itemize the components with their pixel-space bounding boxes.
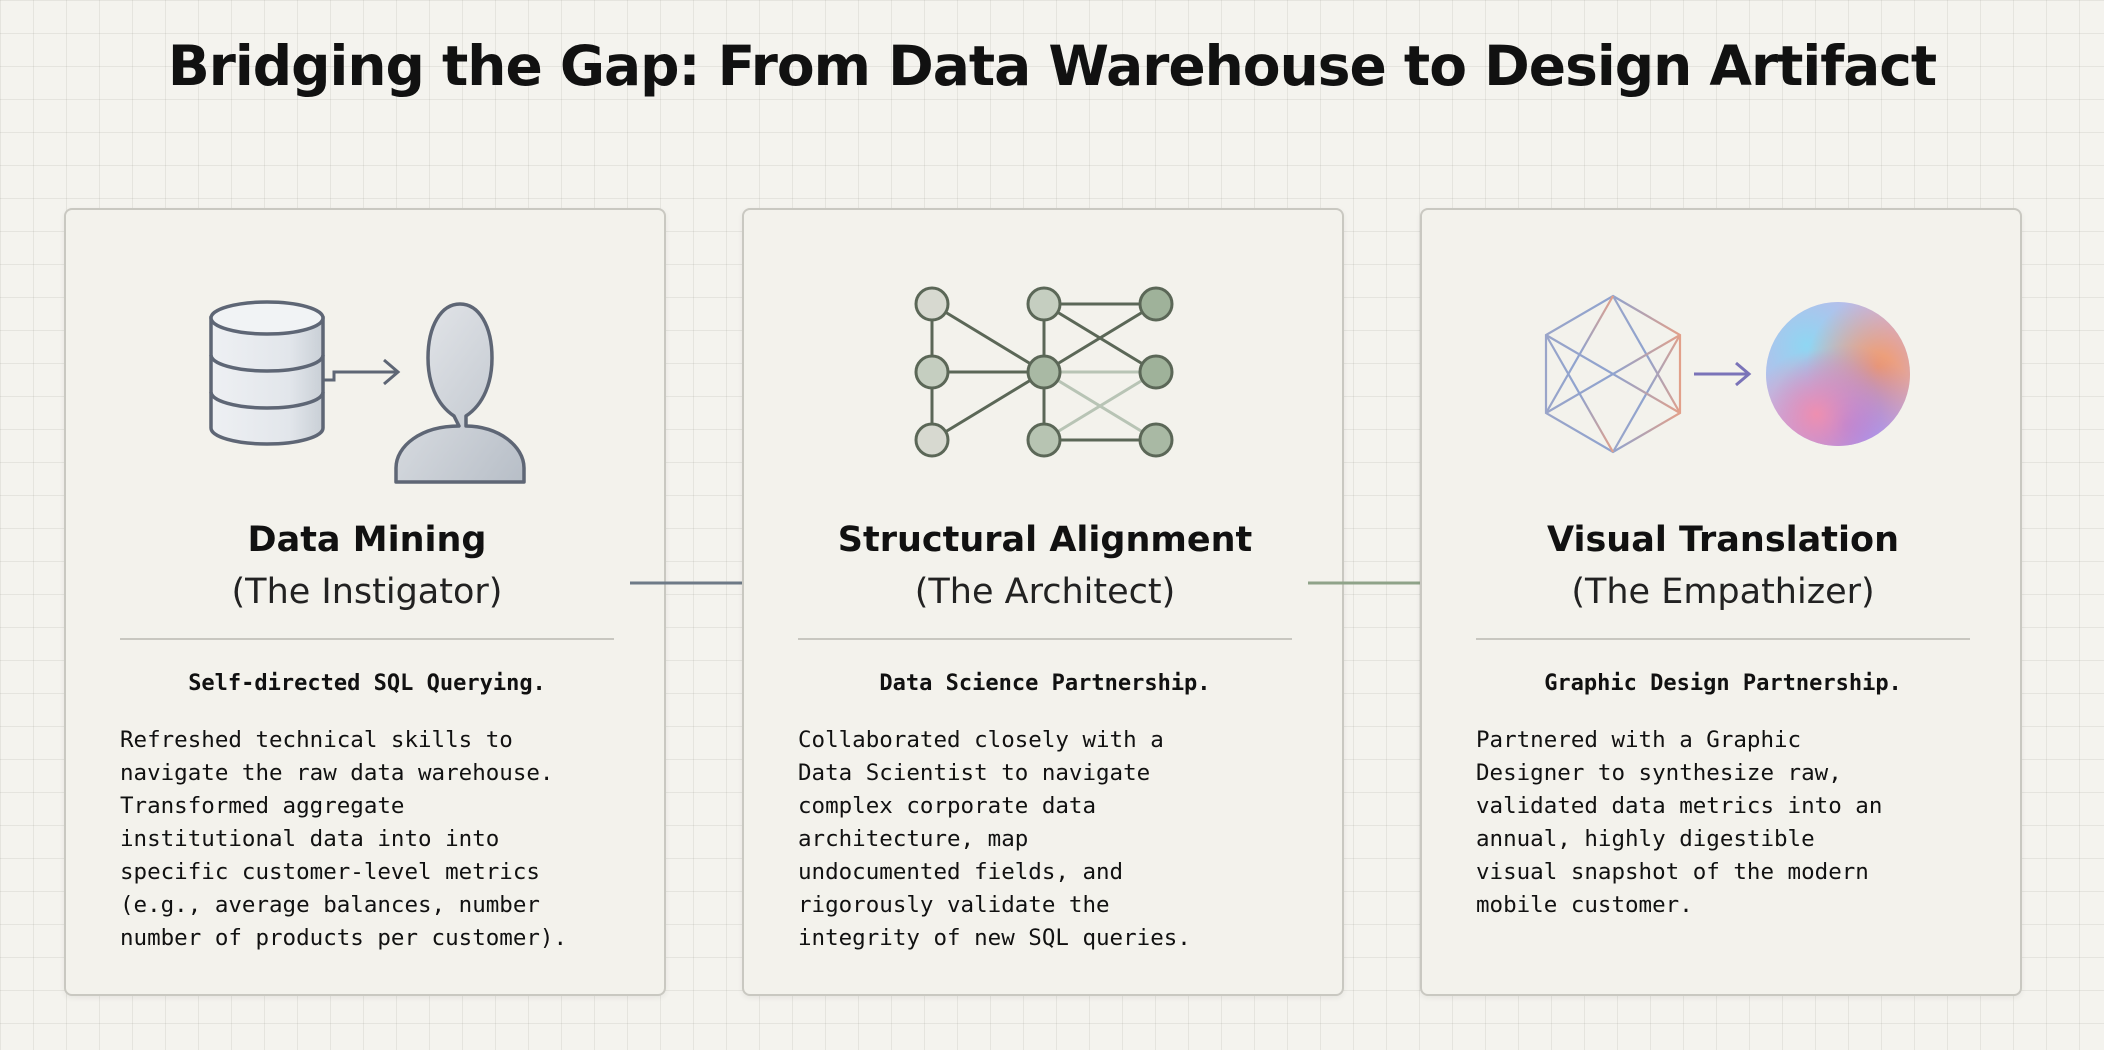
person-icon: [394, 302, 526, 484]
database-icon: [209, 300, 325, 446]
card-heading: Data Mining: [247, 520, 487, 560]
card-body: Refreshed technical skills to navigate t…: [120, 727, 568, 951]
network-graph-icon: [914, 286, 1174, 458]
card-heading: Visual Translation: [1547, 520, 1899, 560]
arrow-right-icon: [323, 358, 401, 386]
arrow-right-icon: [1694, 361, 1752, 387]
structural-alignment-illustration: [744, 210, 1346, 500]
wireframe-hexagon-icon: [1544, 294, 1682, 454]
card-subheading: (The Empathizer): [1571, 572, 1875, 612]
card-divider: [120, 638, 614, 640]
card-lead: Graphic Design Partnership.: [1544, 671, 1902, 696]
visual-translation-illustration: [1422, 210, 2024, 500]
card-divider: [798, 638, 1292, 640]
card-divider: [1476, 638, 1970, 640]
card-lead: Self-directed SQL Querying.: [188, 671, 546, 696]
card-subheading: (The Instigator): [231, 572, 503, 612]
card-visual-translation: Visual Translation (The Empathizer) Grap…: [1420, 208, 2022, 996]
card-subheading: (The Architect): [914, 572, 1176, 612]
data-mining-illustration: [66, 210, 668, 500]
card-structural-alignment: Structural Alignment (The Architect) Dat…: [742, 208, 1344, 996]
card-heading: Structural Alignment: [837, 520, 1253, 560]
card-body: Partnered with a Graphic Designer to syn…: [1476, 727, 1883, 918]
card-lead: Data Science Partnership.: [879, 671, 1211, 696]
page-title: Bridging the Gap: From Data Warehouse to…: [167, 34, 1937, 98]
gradient-orb-icon: [1766, 302, 1910, 446]
card-body: Collaborated closely with a Data Scienti…: [798, 727, 1191, 951]
card-data-mining: Data Mining (The Instigator) Self-direct…: [64, 208, 666, 996]
